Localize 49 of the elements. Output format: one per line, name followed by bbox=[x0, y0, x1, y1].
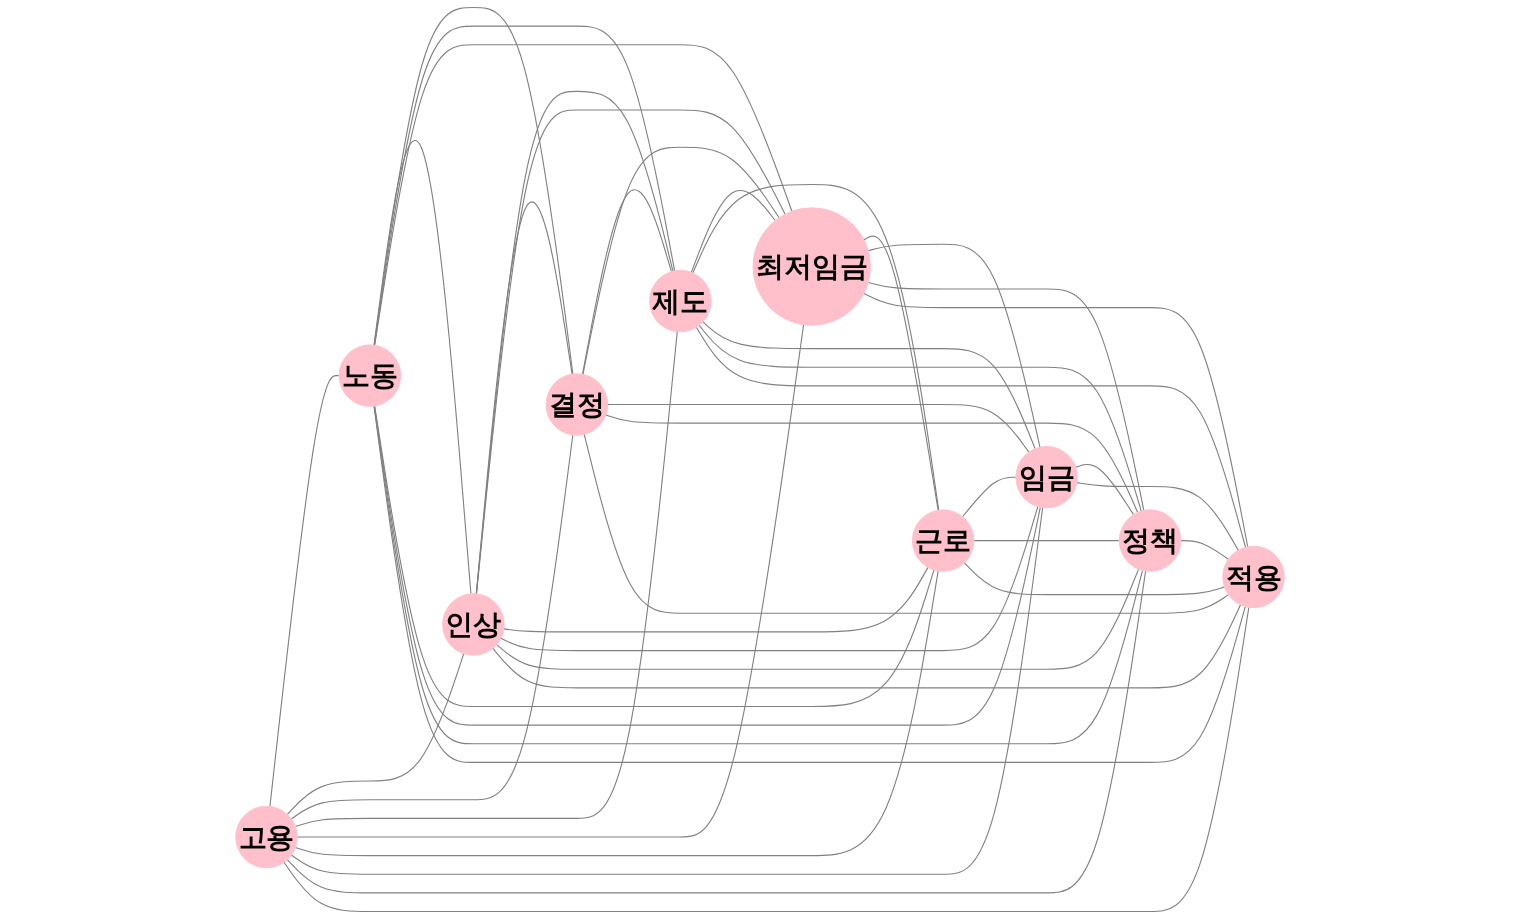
connector-line bbox=[582, 146, 780, 375]
connector-line bbox=[290, 434, 574, 820]
keyword-node: 결정 bbox=[545, 373, 609, 436]
connector-line bbox=[698, 324, 1142, 512]
connector-line bbox=[962, 476, 1017, 518]
connector-line bbox=[492, 604, 1242, 689]
connector-line bbox=[374, 44, 793, 346]
connector-line bbox=[283, 606, 1250, 913]
connector-line bbox=[496, 568, 1140, 670]
connector-line bbox=[373, 6, 574, 375]
keyword-node: 인상 bbox=[442, 593, 505, 656]
keyword-node: 적용 bbox=[1222, 545, 1285, 609]
connector-line bbox=[605, 414, 1139, 513]
keyword-node: 임금 bbox=[1015, 446, 1078, 509]
connector-line bbox=[296, 324, 805, 838]
connector-line bbox=[973, 540, 1120, 542]
connector-line bbox=[583, 433, 1229, 614]
connector-line bbox=[269, 375, 340, 807]
connector-line bbox=[503, 566, 929, 633]
connector-line bbox=[294, 331, 678, 828]
connector-line bbox=[373, 405, 1246, 763]
connector-line bbox=[695, 326, 1247, 548]
connector-line bbox=[374, 405, 935, 708]
connector-line bbox=[867, 243, 1041, 448]
connector-line bbox=[863, 292, 1249, 548]
keyword-node: 노동 bbox=[338, 344, 402, 407]
connector-line bbox=[702, 321, 1036, 450]
keyword-node: 제도 bbox=[649, 269, 712, 333]
connector-line bbox=[1180, 540, 1229, 560]
connector-line bbox=[607, 403, 1030, 453]
connector-line bbox=[286, 570, 1147, 894]
connector-line bbox=[500, 506, 1039, 652]
connector-line bbox=[294, 570, 939, 857]
connector-line bbox=[1076, 482, 1239, 551]
keyword-node: 고용 bbox=[235, 805, 298, 869]
connector-line bbox=[692, 184, 940, 511]
connector-line bbox=[690, 189, 776, 273]
keyword-node: 정책 bbox=[1118, 509, 1182, 572]
connector-line bbox=[373, 140, 472, 595]
connector-line bbox=[863, 235, 939, 511]
connector-line bbox=[1075, 463, 1135, 516]
keyword-node: 근로 bbox=[911, 509, 975, 572]
connector-line bbox=[963, 562, 1225, 596]
keyword-node: 최저임금 bbox=[752, 207, 871, 326]
connector-line bbox=[286, 653, 465, 815]
connector-line bbox=[290, 507, 1044, 875]
connector-line bbox=[581, 189, 673, 375]
connector-line bbox=[475, 109, 786, 595]
connector-line bbox=[867, 281, 1145, 511]
